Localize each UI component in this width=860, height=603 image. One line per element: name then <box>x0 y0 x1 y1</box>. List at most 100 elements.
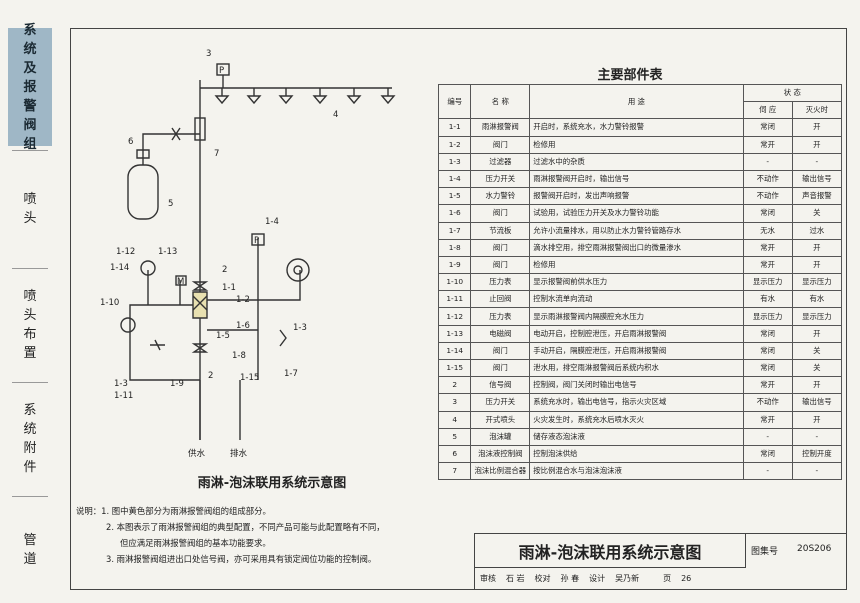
cell-fire: - <box>791 462 843 481</box>
title-block-title: 雨淋-泡沫联用系统示意图 <box>475 534 746 568</box>
sidebar-char: 头 <box>23 211 37 226</box>
sidebar-char: 警 <box>23 98 37 114</box>
label-5: 5 <box>168 199 173 209</box>
label-M: M <box>177 277 184 287</box>
foam-tank <box>127 164 159 220</box>
cell-name: 过滤器 <box>470 152 531 171</box>
cell-standby: 常开 <box>742 135 793 154</box>
cell-use: 试验用，试验压力开关及水力警铃功能 <box>529 204 744 223</box>
sidebar-char: 系 <box>23 403 37 418</box>
notes: 说明：1. 图中黄色部分为雨淋报警阀组的组成部分。 2. 本图表示了雨淋报警阀组… <box>76 503 476 567</box>
set-number-label: 图集号 <box>751 547 779 557</box>
sidebar-char: 置 <box>23 346 37 361</box>
cell-no: 1-13 <box>437 324 472 343</box>
cell-use: 滴水排空用，排空雨淋报警阀出口的微量渗水 <box>529 238 744 257</box>
cell-name: 压力开关 <box>470 393 531 412</box>
cell-name: 止回阀 <box>470 290 531 309</box>
label-1-13: 1-13 <box>158 247 177 257</box>
cell-no: 1-14 <box>437 341 472 361</box>
cell-no: 1-11 <box>437 290 472 309</box>
cell-name: 阀门 <box>470 238 531 257</box>
label-7: 7 <box>214 149 219 159</box>
cell-no: 1-8 <box>437 238 472 257</box>
cell-use: 控制阀，阀门关闭时输出电信号 <box>529 376 744 395</box>
sidebar-char: 组 <box>23 136 37 152</box>
pressure-switch-1-4 <box>251 233 265 246</box>
signal-valve-upper <box>191 281 209 291</box>
cell-name: 压力表 <box>470 307 531 326</box>
cell-name: 雨淋报警阀 <box>470 118 531 137</box>
sidebar-divider <box>12 268 48 269</box>
cell-standby: 常闭 <box>742 324 793 343</box>
cell-use: 开启时，系统充水，水力警铃报警 <box>529 118 744 137</box>
sidebar-item-sprinkler-layout[interactable]: 喷头布置 <box>8 272 52 378</box>
cell-no: 1-7 <box>437 221 472 240</box>
cell-name: 电磁阀 <box>470 324 531 343</box>
check-label: 校对 <box>534 574 551 583</box>
label-2b: 2 <box>208 371 213 381</box>
notes-prefix: 说明： <box>76 506 102 516</box>
cell-standby: 无水 <box>742 221 793 240</box>
cell-fire: 控制开度 <box>791 444 843 464</box>
cell-fire: 声音报警 <box>791 187 843 206</box>
cell-no: 2 <box>437 376 472 395</box>
cell-standby: 常开 <box>742 255 793 275</box>
cell-fire: 显示压力 <box>791 307 843 326</box>
cell-fire: 开 <box>791 238 843 257</box>
foam-proportioner <box>194 117 206 141</box>
page-number: 26 <box>681 574 692 583</box>
cell-no: 1-3 <box>437 152 472 171</box>
cell-standby: 不动作 <box>742 169 793 189</box>
cell-standby: 显示压力 <box>742 307 793 326</box>
label-1-6: 1-6 <box>236 321 250 331</box>
cell-name: 阀门 <box>470 204 531 223</box>
header-use: 用 途 <box>529 83 744 120</box>
cell-use: 检修用 <box>529 135 744 154</box>
sidebar-divider <box>12 496 48 497</box>
cell-fire: 关 <box>791 204 843 223</box>
cell-name: 压力开关 <box>470 169 531 189</box>
cell-standby: 常开 <box>742 410 793 429</box>
cell-standby: 有水 <box>742 290 793 309</box>
cell-use: 储存液态泡沫液 <box>529 427 744 446</box>
sidebar-item-system-valves[interactable]: 系统及报警阀组 <box>8 23 52 152</box>
cell-no: 1-10 <box>437 273 472 292</box>
reviewer: 石 岩 <box>506 574 525 583</box>
cell-no: 4 <box>437 410 472 429</box>
sidebar-item-sprinkler[interactable]: 喷头 <box>8 154 52 264</box>
sidebar-char: 喷 <box>23 289 37 304</box>
pressure-gauge-1-10 <box>120 317 136 333</box>
cell-fire: 开 <box>791 410 843 429</box>
cell-fire: 输出信号 <box>791 393 843 412</box>
designer: 吴乃新 <box>615 574 640 583</box>
cell-no: 7 <box>437 462 472 481</box>
label-P2: P <box>254 236 259 246</box>
design-label: 设计 <box>589 574 606 583</box>
cell-fire: 关 <box>791 341 843 361</box>
cell-standby: - <box>742 152 793 171</box>
cell-no: 5 <box>437 427 472 446</box>
cell-use: 手动开启，隔膜腔泄压，开启雨淋报警阀 <box>529 341 744 361</box>
sidebar-char: 附 <box>23 441 37 456</box>
header-state: 状 态 <box>742 83 843 103</box>
sidebar-item-pipes[interactable]: 管道 <box>8 500 52 600</box>
cell-name: 泡沫比例混合器 <box>470 462 531 481</box>
sidebar-item-accessories[interactable]: 系统附件 <box>8 386 52 492</box>
table-title: 主要部件表 <box>597 68 663 83</box>
title-block: 雨淋-泡沫联用系统示意图 图集号 20S206 审核 石 岩 校对 孙 春 设计… <box>474 533 846 589</box>
cell-standby: 常闭 <box>742 341 793 361</box>
cell-fire: 关 <box>791 358 843 378</box>
cell-fire: 开 <box>791 118 843 137</box>
